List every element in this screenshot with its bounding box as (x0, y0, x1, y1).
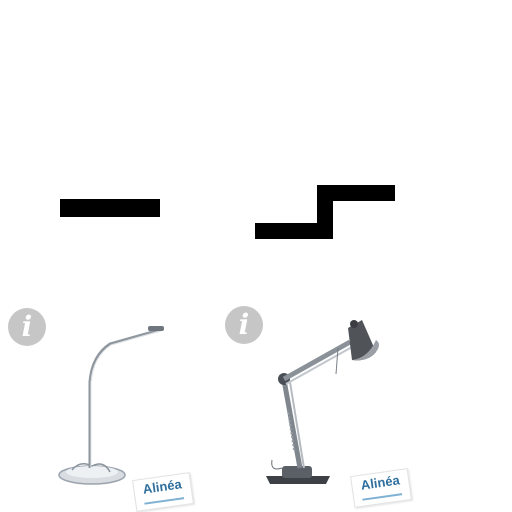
flat-bar-shape (60, 199, 160, 217)
info-icon[interactable]: i (225, 306, 263, 344)
product-tile-2[interactable]: i Alinéa (220, 300, 420, 512)
info-icon[interactable]: i (8, 308, 46, 346)
product-tile-1[interactable]: i Alinéa (0, 300, 205, 512)
brand-label: Alinéa (141, 476, 183, 497)
step-bar-lower (255, 223, 333, 239)
brand-label: Alinéa (359, 472, 401, 493)
architect-lamp-image (266, 320, 379, 484)
gooseneck-lamp-image (58, 326, 164, 485)
step-bar-upper (318, 185, 395, 201)
